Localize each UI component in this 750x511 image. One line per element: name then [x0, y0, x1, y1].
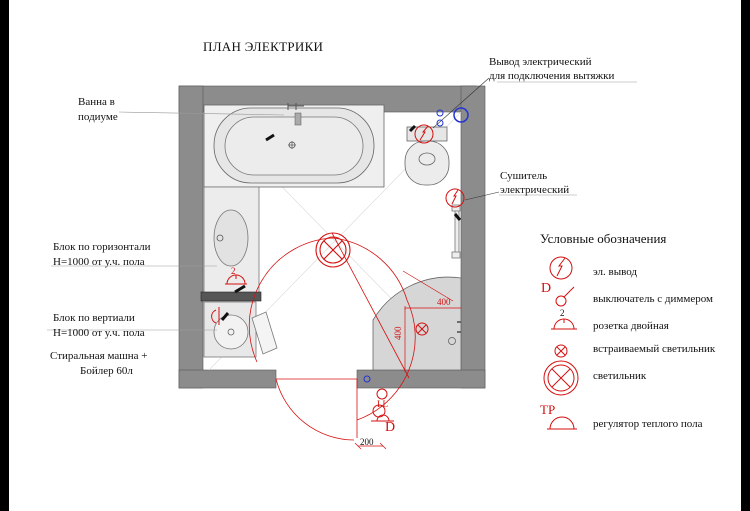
- drawing-sheet: ПЛАН ЭЛЕКТРИКИ Ванна в подиуме Вывод эле…: [9, 0, 741, 511]
- callout-dryer-line1: Сушитель: [500, 170, 548, 182]
- ceiling-light-icon: [543, 360, 579, 396]
- callout-hood-line2: для подключения вытяжки: [489, 70, 615, 82]
- dryer-marker: [453, 213, 462, 221]
- dryer-leader: [464, 191, 500, 201]
- dimension-lines: [354, 306, 461, 450]
- toilet-marker: [408, 124, 417, 133]
- legend-label-outlet: эл. вывод: [593, 266, 637, 278]
- wall-bottom-left: [178, 369, 277, 389]
- legend-symbols: [543, 256, 579, 430]
- legend-label-dimmer: выключатель с диммером: [593, 293, 713, 305]
- legend-mark-tp: TP: [540, 402, 556, 417]
- socket-marker: [234, 284, 246, 294]
- callout-vertical-line1: Блок по вертиали: [53, 312, 135, 324]
- switch-d-mark: D: [385, 420, 396, 435]
- page-title: ПЛАН ЭЛЕКТРИКИ: [203, 39, 324, 54]
- legend-label-recessed: встраиваемый светильник: [593, 343, 716, 355]
- washing-machine: [203, 301, 257, 358]
- dimension-400-vertical: 400: [393, 326, 403, 341]
- walls: [178, 85, 486, 389]
- hood-outlet-icon: [414, 124, 434, 144]
- recessed-light-icon: [554, 344, 568, 358]
- switch-ll-mark: LL: [377, 399, 388, 409]
- callout-dryer-line2: электрический: [500, 184, 570, 196]
- outlet-icon: [549, 256, 573, 280]
- dimension-200: 200: [360, 437, 374, 447]
- vanity: [203, 186, 260, 296]
- door-switches: [371, 388, 394, 422]
- double-socket-icon: [551, 318, 577, 330]
- door: [248, 232, 454, 441]
- shower-tray: [372, 276, 462, 371]
- legend-title: Условные обозначения: [540, 231, 667, 246]
- toilet: [404, 126, 450, 186]
- recessed-light-icon: [415, 322, 429, 336]
- vertical-box-symbol: [211, 307, 220, 325]
- bathtub: [203, 103, 385, 188]
- hood-blue-symbols: [363, 107, 469, 383]
- callout-washer-line1: Стиральная машна +: [50, 350, 148, 362]
- vertical-marker: [220, 312, 230, 321]
- legend-label-socket: розетка двойная: [593, 320, 669, 332]
- callout-vertical-line2: H=1000 от у.ч. пола: [53, 327, 145, 339]
- legend-label-light: светильник: [593, 370, 647, 382]
- dryer-outlet-icon: [445, 188, 465, 208]
- floor-heating-regulator-icon: [547, 416, 577, 430]
- legend-mark-dimmer: D: [541, 281, 552, 296]
- double-socket-icon: [225, 274, 247, 285]
- bath-marker: [265, 133, 275, 142]
- callout-horizontal-line2: H=1000 от у.ч. пола: [53, 256, 145, 268]
- callout-leaders: [47, 81, 637, 331]
- socket-count-mark: 2: [231, 266, 236, 276]
- horizontal-box: [200, 291, 262, 302]
- callout-horizontal-line1: Блок по горизонтали: [53, 241, 151, 253]
- hood-leader: [432, 77, 490, 129]
- towel-dryer: [451, 204, 461, 259]
- partition: [251, 311, 278, 355]
- dimmer-switch-icon: [555, 286, 575, 307]
- legend-mark-socket: 2: [560, 308, 565, 318]
- callout-bath-line2: подиуме: [78, 111, 118, 123]
- callout-hood-line1: Вывод электрический: [489, 56, 592, 68]
- floor-plan: [47, 77, 637, 450]
- legend-label-regulator: регулятор теплого пола: [593, 418, 703, 430]
- ceiling-light-icon: [315, 232, 351, 268]
- wall-bottom-right: [356, 369, 486, 389]
- wall-left: [178, 85, 204, 389]
- wall-right: [460, 85, 486, 389]
- dimension-400-horizontal: 400: [437, 297, 451, 307]
- callout-washer-line2: Бойлер 60л: [80, 365, 133, 377]
- callout-bath-line1: Ванна в: [78, 96, 115, 108]
